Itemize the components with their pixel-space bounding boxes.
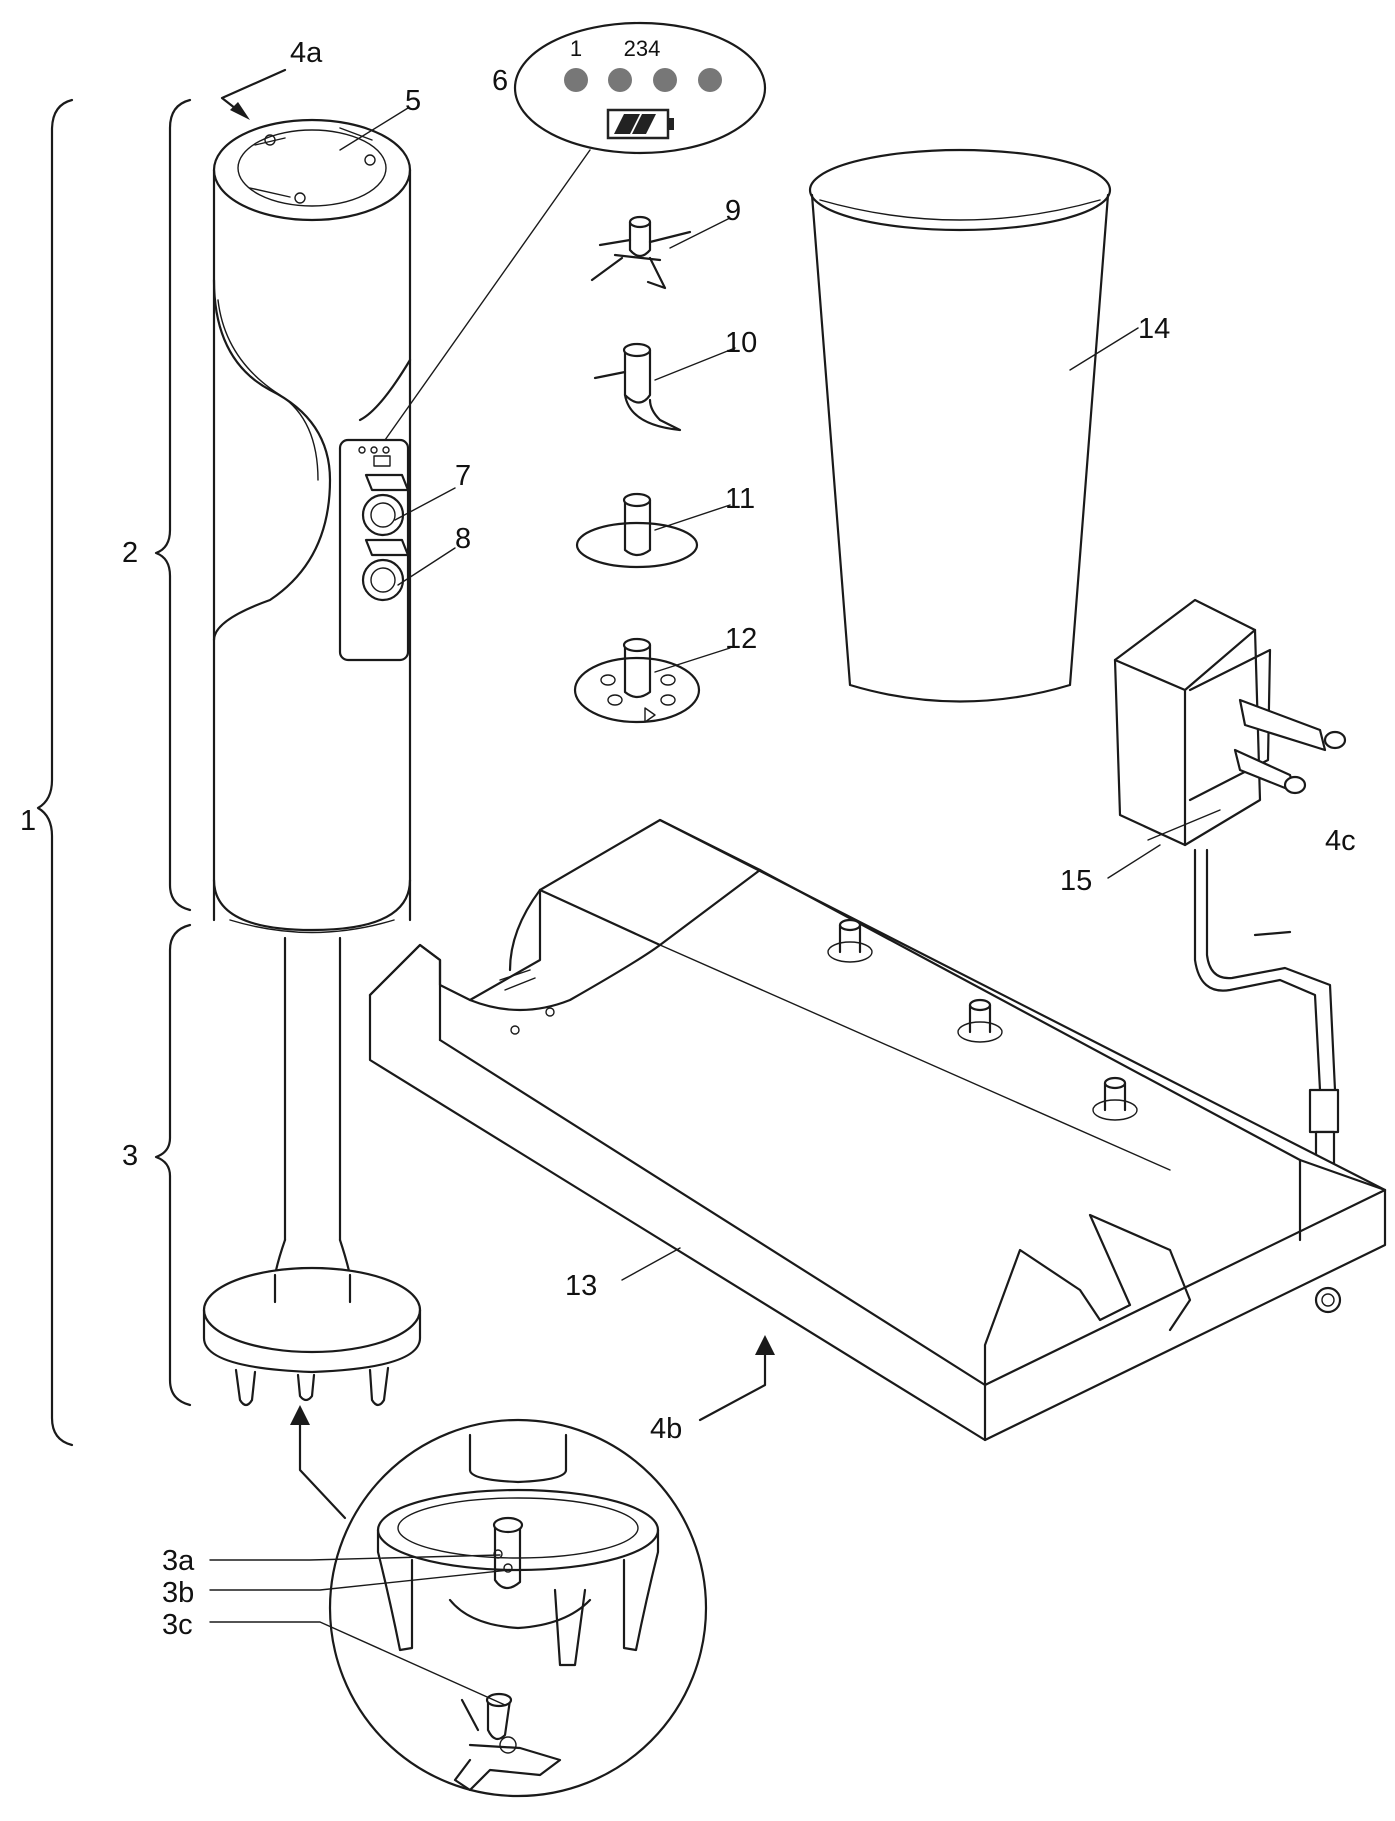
disc-attachment-12 — [573, 637, 701, 724]
magnified-detail — [328, 1418, 708, 1798]
label-14: 14 — [1138, 313, 1170, 345]
label-12: 12 — [725, 623, 757, 655]
indicator-speed-234: 234 — [624, 36, 661, 61]
arrow-4a — [220, 68, 287, 120]
label-3c: 3c — [162, 1609, 193, 1641]
bracket-3 — [154, 923, 192, 1407]
led-4 — [698, 68, 722, 92]
label-4c: 4c — [1325, 825, 1356, 857]
led-3 — [653, 68, 677, 92]
led-2 — [608, 68, 632, 92]
bracket-2 — [154, 98, 192, 912]
arrow-4b — [698, 1335, 775, 1422]
beaker — [808, 148, 1112, 703]
charging-base — [368, 818, 1387, 1442]
motor-unit — [212, 118, 412, 934]
base-peg-2 — [957, 998, 1003, 1043]
label-13: 13 — [565, 1270, 597, 1302]
bracket-1 — [36, 98, 74, 1447]
base-peg-1 — [827, 918, 873, 963]
label-8: 8 — [455, 523, 471, 555]
label-5: 5 — [405, 85, 421, 117]
label-6: 6 — [492, 65, 508, 97]
label-7: 7 — [455, 460, 471, 492]
label-10: 10 — [725, 327, 757, 359]
base-peg-3 — [1092, 1076, 1138, 1121]
label-4a: 4a — [290, 37, 323, 69]
label-1: 1 — [20, 805, 36, 837]
indicator-panel: 1 234 — [384, 21, 767, 441]
indicator-speed-1: 1 — [570, 36, 582, 61]
led-1 — [564, 68, 588, 92]
blade-attachment-9 — [590, 215, 692, 290]
battery-icon — [606, 108, 674, 140]
blade-attachment-10 — [593, 342, 682, 432]
detail-arrow — [290, 1405, 347, 1520]
label-11: 11 — [725, 483, 755, 515]
label-2: 2 — [122, 537, 138, 569]
disc-attachment-11 — [575, 492, 699, 569]
shaft-unit — [202, 936, 422, 1407]
label-3b: 3b — [162, 1577, 194, 1609]
label-4b: 4b — [650, 1413, 682, 1445]
label-3: 3 — [122, 1140, 138, 1172]
leader-lines — [209, 107, 1221, 1706]
label-3a: 3a — [162, 1545, 195, 1577]
label-9: 9 — [725, 195, 741, 227]
label-15: 15 — [1060, 865, 1092, 897]
